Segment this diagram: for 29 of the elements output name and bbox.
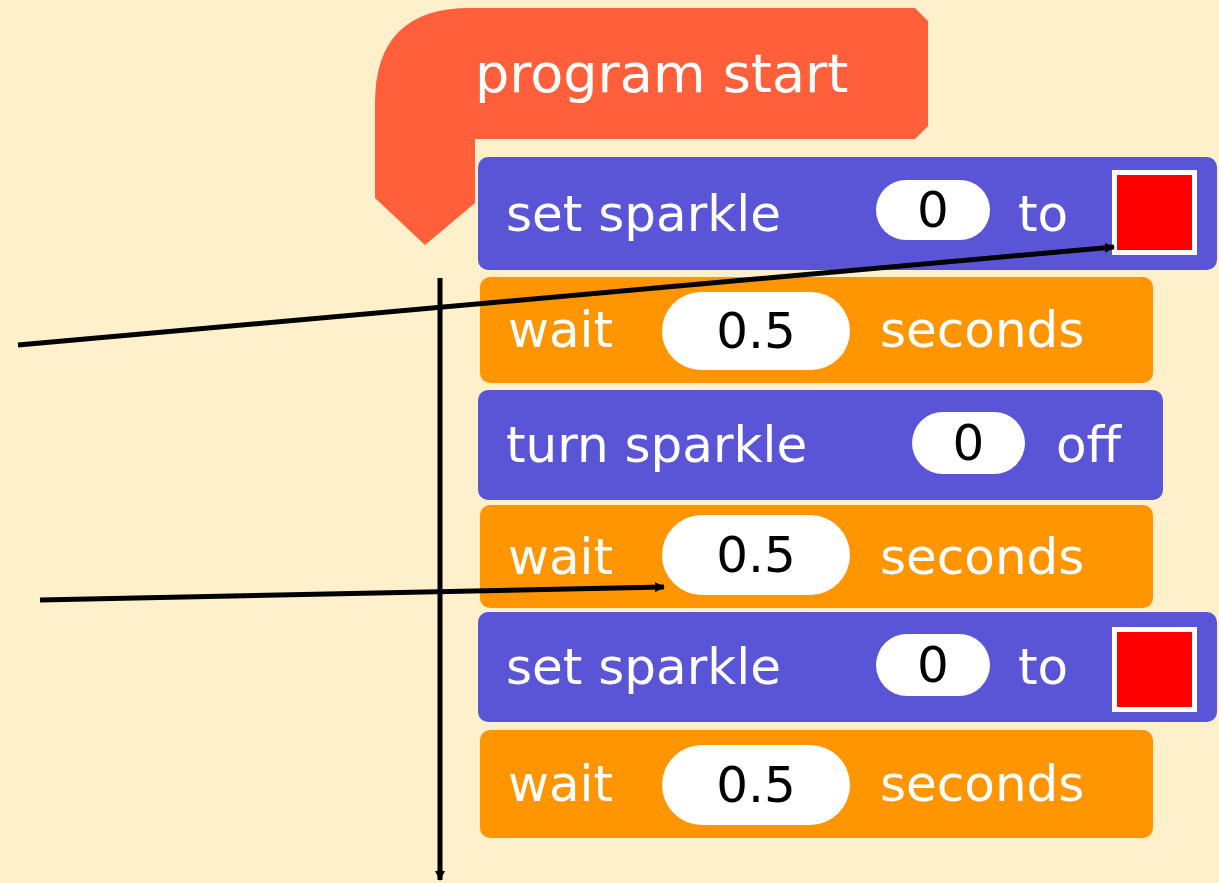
block-label: program start	[475, 41, 849, 105]
code-block	[478, 157, 1217, 270]
block-label: wait	[508, 301, 614, 359]
number-input: 0.5	[662, 292, 850, 370]
number-input: 0	[876, 180, 990, 240]
code-block	[480, 730, 1153, 838]
color-swatch	[1112, 170, 1197, 255]
block-label: seconds	[880, 755, 1085, 813]
code-block	[478, 390, 1163, 500]
block-label: wait	[508, 527, 614, 586]
block-label: to	[1018, 184, 1069, 243]
block-label: set sparkle	[506, 638, 781, 696]
block-label: off	[1056, 416, 1122, 474]
number-input: 0	[876, 634, 990, 696]
code-block	[478, 612, 1217, 722]
block-label: seconds	[880, 301, 1085, 359]
arrow	[17, 242, 1115, 348]
block-label: turn sparkle	[506, 416, 808, 474]
block-label: wait	[508, 755, 614, 813]
number-input: 0.5	[662, 515, 850, 595]
color-swatch	[1112, 627, 1197, 712]
block-label: to	[1018, 638, 1069, 696]
code-block	[480, 505, 1153, 608]
block-label: set sparkle	[506, 184, 781, 243]
code-block	[480, 277, 1153, 383]
block-label: seconds	[880, 527, 1085, 586]
arrow	[39, 582, 665, 603]
number-input: 0.5	[662, 745, 850, 825]
number-input: 0	[912, 412, 1025, 474]
